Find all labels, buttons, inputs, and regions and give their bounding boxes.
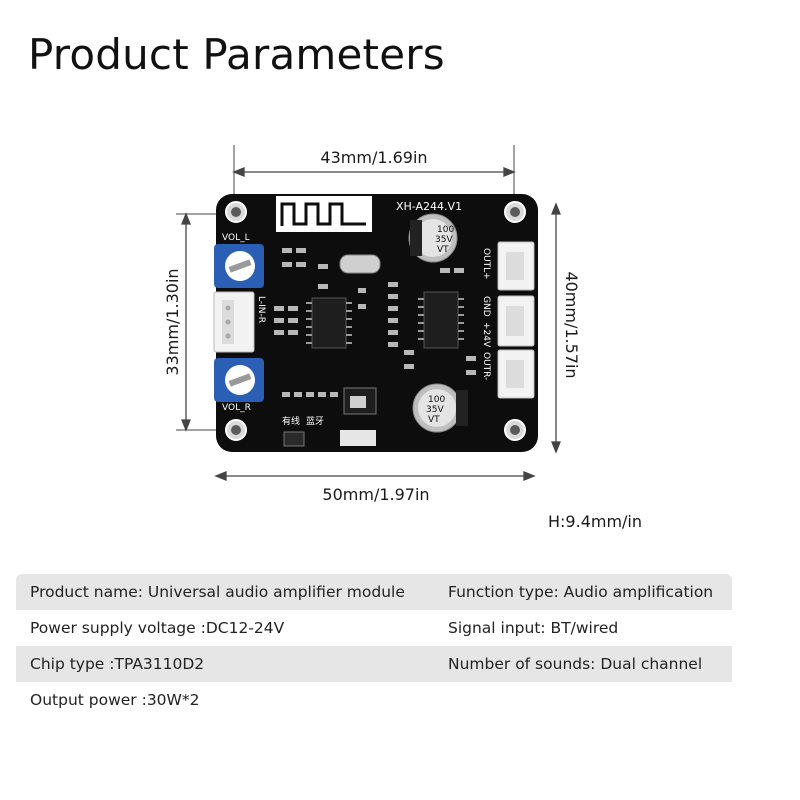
dimension-right-label: 40mm/1.57in xyxy=(562,271,581,378)
dimension-bottom-label: 50mm/1.97in xyxy=(322,485,429,504)
parameter-cell: Power supply voltage :DC12-24V xyxy=(30,619,285,637)
parameter-cell: Chip type :TPA3110D2 xyxy=(30,655,205,673)
out-left-label: OUTL+ xyxy=(481,248,491,280)
svg-text:35V: 35V xyxy=(435,235,453,245)
mode-jumper xyxy=(283,431,305,447)
mode-bluetooth-label: 蓝牙 xyxy=(306,415,324,427)
parameter-row: Output power :30W*2 xyxy=(16,682,732,718)
parameter-row: Power supply voltage :DC12-24V Signal in… xyxy=(16,610,732,646)
volume-pot-right xyxy=(214,358,264,402)
svg-text:VT: VT xyxy=(428,415,440,425)
vol-right-label: VOL_R xyxy=(222,403,251,413)
svg-text:100: 100 xyxy=(428,395,445,405)
product-dimension-diagram: 43mm/1.69in 50mm/1.97in 33mm/1.30in 40mm… xyxy=(163,145,581,504)
svg-text:35V: 35V xyxy=(426,405,444,415)
parameter-cell: Function type: Audio amplification xyxy=(448,583,714,601)
gnd-label: GND xyxy=(481,296,491,317)
crystal-oscillator xyxy=(339,254,381,274)
out-right-label: OUTR- xyxy=(481,352,491,380)
parameter-table: Product name: Universal audio amplifier … xyxy=(16,574,732,718)
amplifier-chip-left xyxy=(311,297,347,349)
height-label: H:9.4mm/in xyxy=(548,512,643,531)
pcb-body xyxy=(216,194,538,452)
bluetooth-antenna xyxy=(276,196,372,232)
dimension-top-label: 43mm/1.69in xyxy=(320,148,427,167)
volume-pot-left xyxy=(214,244,264,288)
parameter-cell: Output power :30W*2 xyxy=(30,691,200,709)
smd-components xyxy=(274,248,476,397)
parameter-row: Product name: Universal audio amplifier … xyxy=(16,574,732,610)
input-connector xyxy=(213,291,255,353)
capacitor-bottom: 100 35V VT xyxy=(412,383,468,433)
parameter-row: Chip type :TPA3110D2 Number of sounds: D… xyxy=(16,646,732,682)
mode-wired-label: 有线 xyxy=(282,415,300,427)
amplifier-board: XH-A244.V1 100 35V VT 100 35V VT VOL_L xyxy=(213,194,538,452)
vol-left-label: VOL_L xyxy=(222,233,250,243)
svg-text:VT: VT xyxy=(437,245,449,255)
v24-label: +24V xyxy=(481,322,491,348)
dimension-left-label: 33mm/1.30in xyxy=(163,268,182,375)
dimension-lines xyxy=(176,145,561,481)
board-model-label: XH-A244.V1 xyxy=(396,200,462,213)
parameter-cell: Signal input: BT/wired xyxy=(448,619,619,637)
parameter-cell: Product name: Universal audio amplifier … xyxy=(30,583,405,601)
svg-text:100: 100 xyxy=(437,225,454,235)
parameter-cell: Number of sounds: Dual channel xyxy=(448,655,703,673)
input-label: L-IN-R xyxy=(256,296,266,323)
amplifier-chip-right xyxy=(423,291,459,349)
page-title: Product Parameters xyxy=(28,30,445,79)
capacitor-top: 100 35V VT xyxy=(408,213,458,263)
